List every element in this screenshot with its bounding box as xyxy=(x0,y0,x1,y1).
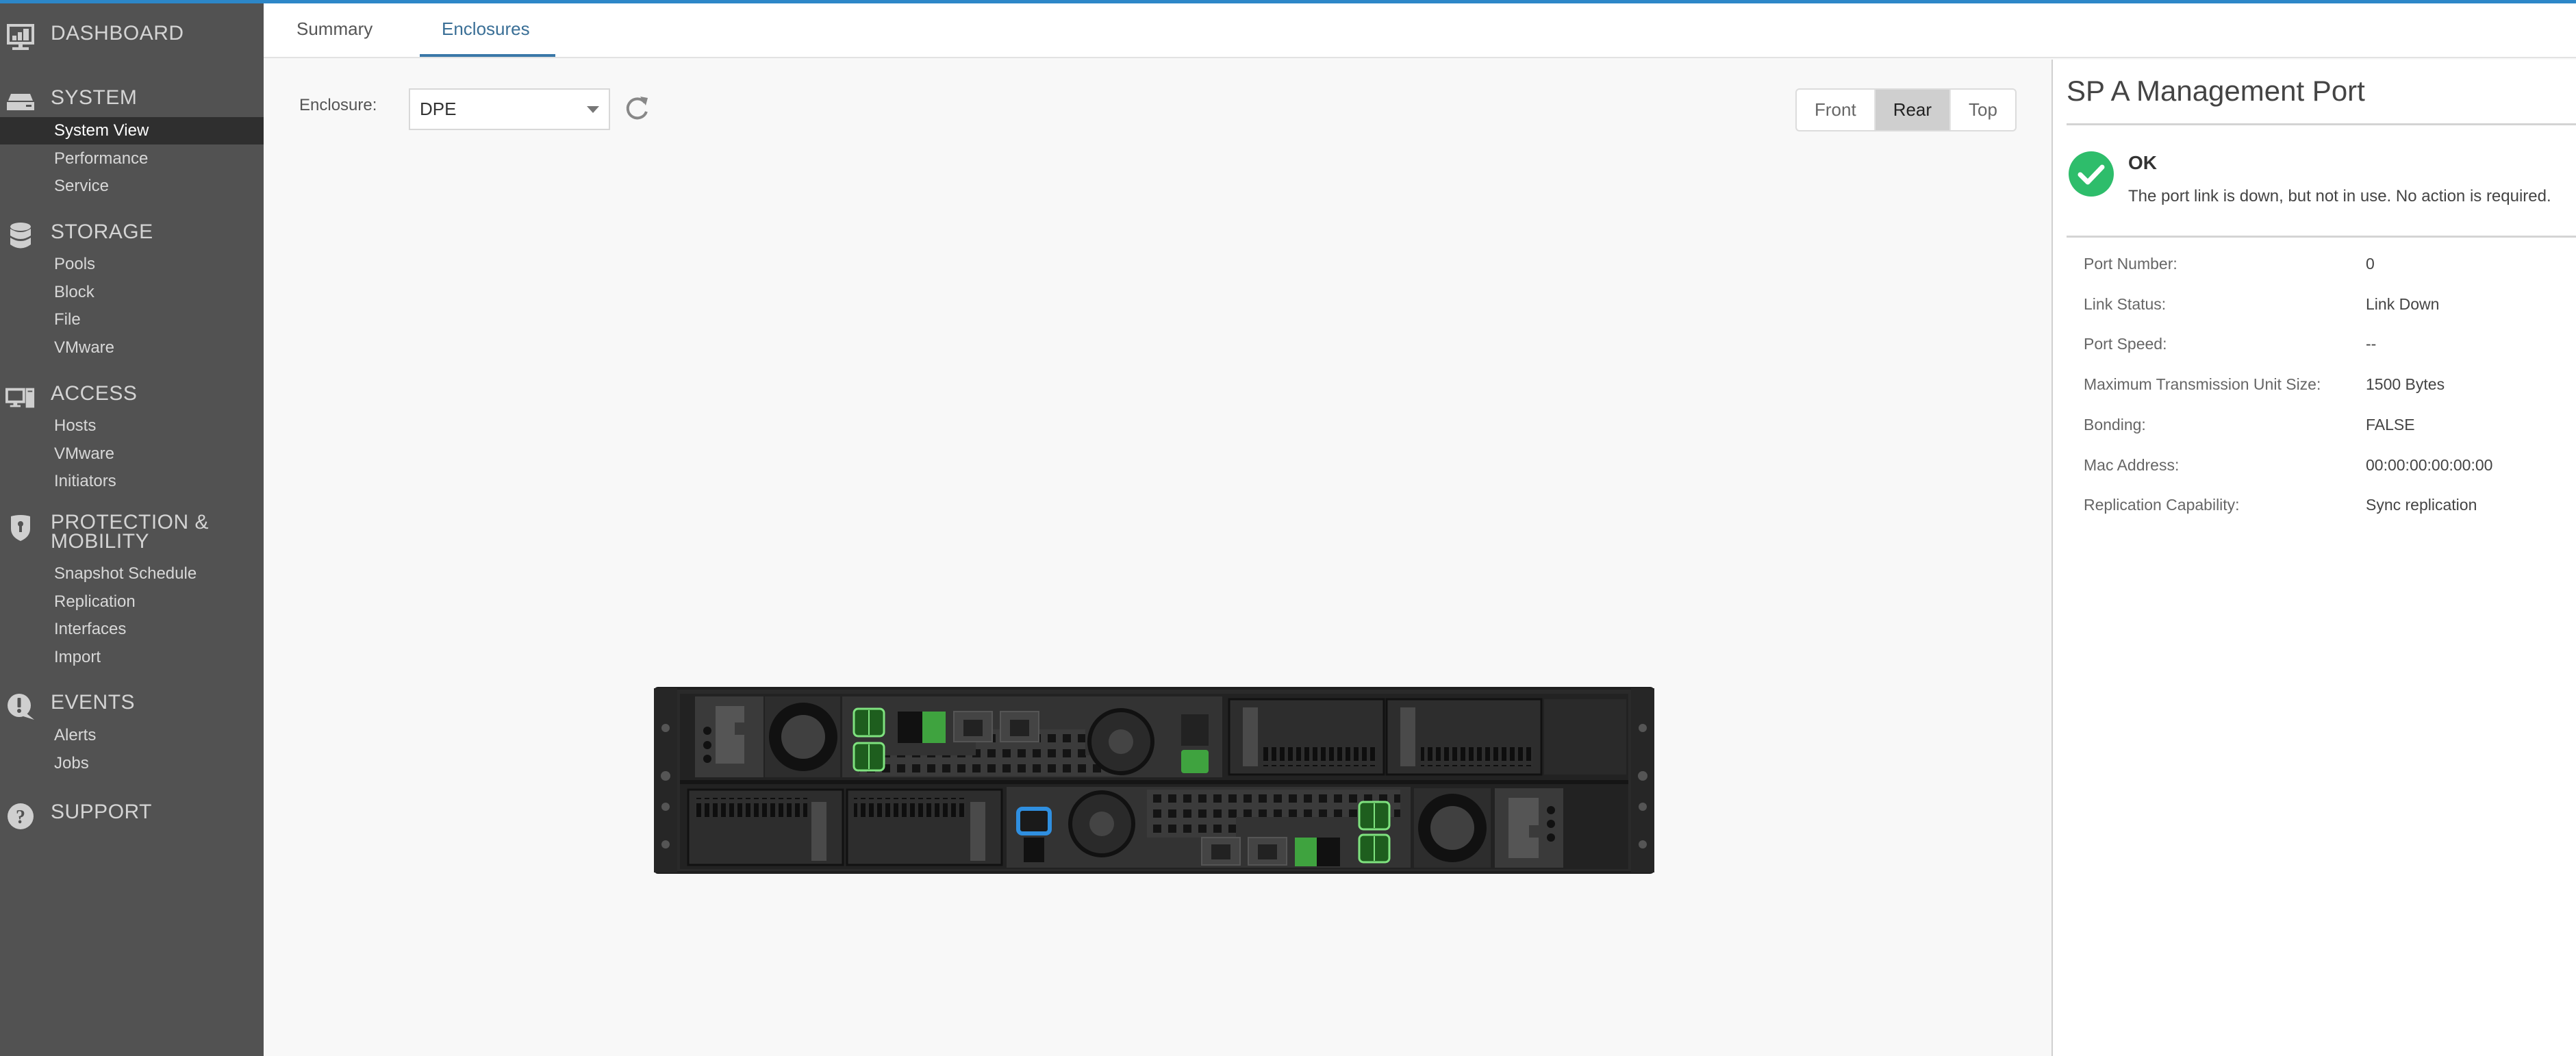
ok-check-icon xyxy=(2068,151,2114,197)
port-details-panel: SP A Management Port OK The port link is… xyxy=(2051,60,2576,1056)
status-description: The port link is down, but not in use. N… xyxy=(2128,187,2551,205)
access-computer-icon xyxy=(5,383,36,413)
sidebar-item-access-vmware[interactable]: VMware xyxy=(54,444,115,463)
sidebar-section-system[interactable]: SYSTEM xyxy=(0,87,264,121)
psu-lower xyxy=(1414,788,1563,868)
prop-label-mtu: Maximum Transmission Unit Size: xyxy=(2084,375,2321,393)
dpe-rear-chassis xyxy=(654,687,1654,874)
sidebar-section-label: PROTECTION & MOBILITY xyxy=(51,511,210,553)
prop-value-bonding: FALSE xyxy=(2366,416,2415,433)
dashboard-monitor-icon xyxy=(5,23,36,53)
enclosure-label: Enclosure: xyxy=(299,96,377,114)
sidebar-section-label: SYSTEM xyxy=(51,86,138,109)
port-green-upper-sfp xyxy=(853,707,885,772)
sidebar-section-label: STORAGE xyxy=(51,221,153,243)
sidebar-section-label: ACCESS xyxy=(51,382,138,405)
port-green-lower-sfp xyxy=(1358,801,1391,864)
sidebar-item-interfaces[interactable]: Interfaces xyxy=(54,620,127,638)
prop-value-replication-capability: Sync replication xyxy=(2366,496,2477,514)
sidebar-item-jobs[interactable]: Jobs xyxy=(54,754,89,772)
view-toggle-group: Front Rear Top xyxy=(1795,88,2017,131)
tab-summary[interactable]: Summary xyxy=(296,18,373,39)
sidebar-item-pools[interactable]: Pools xyxy=(54,255,96,273)
prop-label-link-status: Link Status: xyxy=(2084,295,2167,313)
prop-value-mtu: 1500 Bytes xyxy=(2366,375,2445,393)
prop-value-mac-address: 00:00:00:00:00:00 xyxy=(2366,456,2493,474)
sidebar-section-support[interactable]: ? SUPPORT xyxy=(0,801,264,835)
psu-upper xyxy=(695,696,840,777)
prop-value-port-number: 0 xyxy=(2366,255,2375,273)
support-question-icon: ? xyxy=(5,801,36,831)
sidebar-item-block[interactable]: Block xyxy=(54,283,94,301)
top-accent-bar xyxy=(0,0,2576,3)
view-rear-button[interactable]: Rear xyxy=(1875,90,1952,130)
sidebar-item-hosts[interactable]: Hosts xyxy=(54,416,97,435)
active-tab-indicator xyxy=(420,54,555,57)
sidebar-item-storage-vmware[interactable]: VMware xyxy=(54,338,115,357)
protection-shield-icon xyxy=(5,513,36,543)
sidebar-section-dashboard[interactable]: DASHBOARD xyxy=(0,23,264,57)
events-alert-icon xyxy=(5,692,36,722)
refresh-icon[interactable] xyxy=(622,94,651,123)
prop-value-port-speed: -- xyxy=(2366,335,2377,353)
sidebar-section-label: SUPPORT xyxy=(51,801,152,823)
divider xyxy=(2067,236,2576,238)
enclosure-select[interactable]: DPE xyxy=(409,88,610,130)
panel-title: SP A Management Port xyxy=(2067,75,2365,107)
sidebar-item-alerts[interactable]: Alerts xyxy=(54,726,97,744)
tab-bar: Summary Enclosures xyxy=(264,3,2576,58)
drive-carriers-lower xyxy=(687,788,1003,866)
prop-label-mac-address: Mac Address: xyxy=(2084,456,2180,474)
sp-a-management-port-selected xyxy=(1016,807,1052,862)
status-label: OK xyxy=(2128,152,2157,173)
svg-text:?: ? xyxy=(16,807,25,828)
sidebar-section-storage[interactable]: STORAGE xyxy=(0,221,264,255)
sidebar-item-performance[interactable]: Performance xyxy=(54,149,149,168)
sidebar-item-service[interactable]: Service xyxy=(54,177,110,195)
sidebar-section-label-line2: MOBILITY xyxy=(51,530,150,553)
sidebar-nav: DASHBOARD SYSTEM System View Performance… xyxy=(0,0,264,1056)
sidebar-section-label: DASHBOARD xyxy=(51,22,184,45)
storage-database-icon xyxy=(5,221,36,251)
prop-label-replication-capability: Replication Capability: xyxy=(2084,496,2240,514)
sidebar-section-label-line1: PROTECTION & xyxy=(51,511,210,533)
sidebar-section-protection-mobility[interactable]: PROTECTION & MOBILITY xyxy=(0,511,264,561)
prop-value-link-status: Link Down xyxy=(2366,295,2440,313)
divider xyxy=(2067,123,2576,125)
sidebar-section-access[interactable]: ACCESS xyxy=(0,383,264,417)
view-top-button[interactable]: Top xyxy=(1969,99,1997,120)
prop-label-port-number: Port Number: xyxy=(2084,255,2177,273)
sidebar-item-import[interactable]: Import xyxy=(54,648,101,666)
sidebar-item-system-view[interactable]: System View xyxy=(0,117,264,144)
sidebar-item-snapshot-schedule[interactable]: Snapshot Schedule xyxy=(54,564,197,583)
sidebar-item-initiators[interactable]: Initiators xyxy=(54,472,116,490)
sidebar-item-file[interactable]: File xyxy=(54,310,81,329)
chevron-down-icon xyxy=(587,106,599,113)
tab-enclosures[interactable]: Enclosures xyxy=(442,18,530,39)
sidebar-section-events[interactable]: EVENTS xyxy=(0,692,264,726)
sidebar-section-label: EVENTS xyxy=(51,691,136,714)
prop-label-bonding: Bonding: xyxy=(2084,416,2146,433)
enclosure-select-value: DPE xyxy=(420,99,457,119)
view-front-button[interactable]: Front xyxy=(1797,90,1876,130)
prop-label-port-speed: Port Speed: xyxy=(2084,335,2167,353)
drive-carriers-upper xyxy=(1228,698,1543,776)
enclosure-view: Enclosure: DPE Front Rear Top xyxy=(264,60,2051,1056)
system-server-icon xyxy=(5,87,36,117)
sidebar-item-replication[interactable]: Replication xyxy=(54,592,136,611)
